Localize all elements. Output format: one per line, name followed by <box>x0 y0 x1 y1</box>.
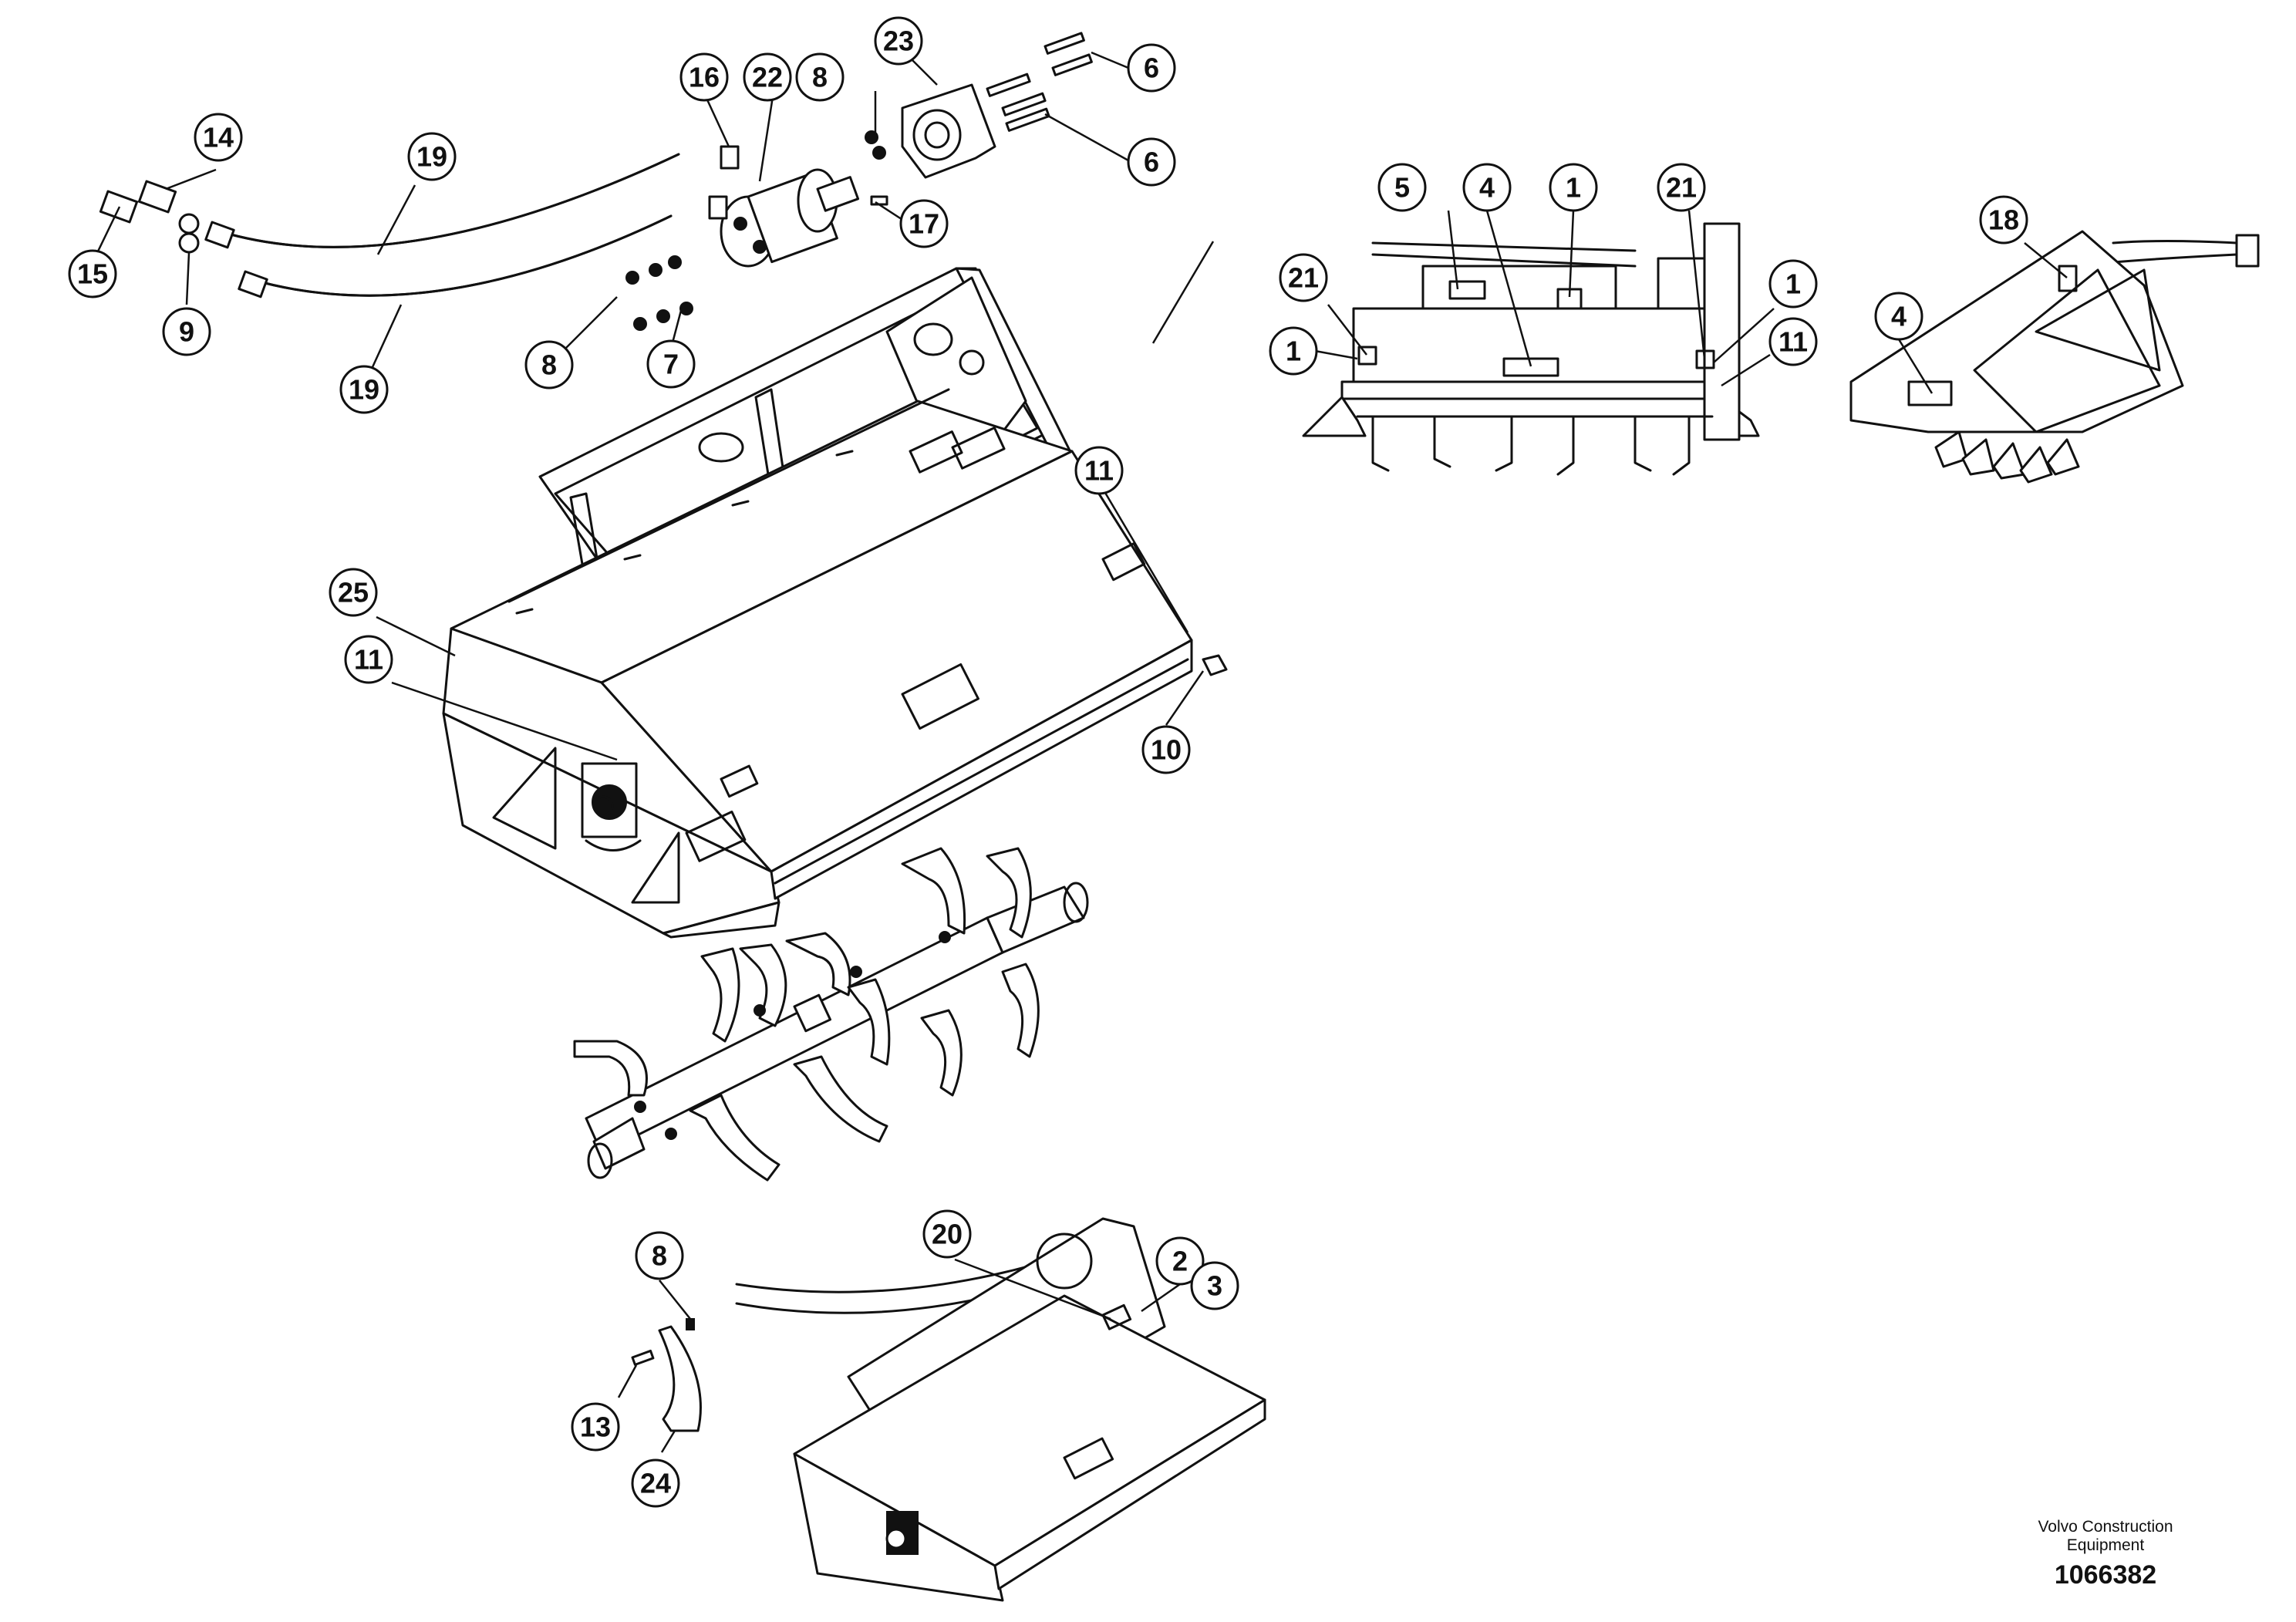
svg-text:1: 1 <box>1566 172 1581 204</box>
svg-text:7: 7 <box>663 349 679 380</box>
callout-11-front: 11 <box>1768 317 1818 366</box>
callout-bubbles: 1 1 1 2 3 4 4 5 6 6 7 8 8 8 9 10 11 11 1… <box>68 16 2028 1508</box>
callout-11-side: 11 <box>344 635 393 684</box>
callout-19-lower: 19 <box>339 365 389 414</box>
callout-1-right: 1 <box>1768 259 1818 309</box>
callout-21-right: 21 <box>1657 163 1706 212</box>
callout-8-top: 8 <box>795 52 845 102</box>
svg-text:3: 3 <box>1207 1270 1222 1302</box>
callout-20: 20 <box>922 1209 972 1259</box>
callout-3: 3 <box>1190 1261 1239 1310</box>
callout-21-left: 21 <box>1279 253 1328 302</box>
svg-text:13: 13 <box>580 1411 611 1443</box>
callout-24: 24 <box>631 1458 680 1508</box>
callout-14: 14 <box>194 113 243 162</box>
svg-text:11: 11 <box>354 644 383 676</box>
svg-text:16: 16 <box>689 62 720 93</box>
callout-1-left: 1 <box>1269 326 1318 376</box>
svg-text:24: 24 <box>640 1468 671 1499</box>
spare-tine <box>631 1318 702 1432</box>
document-number: 1066382 <box>2054 1560 2157 1590</box>
callout-8-bottom: 8 <box>635 1231 684 1280</box>
svg-text:1: 1 <box>1286 336 1301 367</box>
svg-text:6: 6 <box>1144 147 1159 178</box>
svg-text:17: 17 <box>909 208 939 240</box>
callout-7: 7 <box>646 339 696 389</box>
svg-text:25: 25 <box>338 577 369 609</box>
callout-13: 13 <box>571 1402 620 1452</box>
callout-5: 5 <box>1377 163 1427 212</box>
callout-15: 15 <box>68 249 117 298</box>
svg-text:9: 9 <box>179 316 194 348</box>
hydraulic-motor-group <box>99 32 1093 331</box>
tiller-front-view <box>1302 222 1760 476</box>
svg-text:22: 22 <box>752 62 783 93</box>
svg-text:23: 23 <box>883 25 914 57</box>
rotor-assembly <box>573 847 1089 1182</box>
callout-6-upper: 6 <box>1127 43 1176 93</box>
callout-9: 9 <box>162 307 211 356</box>
callout-17: 17 <box>899 199 949 248</box>
callout-4-front: 4 <box>1462 163 1512 212</box>
tiller-assembled-small <box>735 1217 1266 1602</box>
callout-4-side: 4 <box>1874 292 1923 341</box>
callout-18: 18 <box>1979 195 2028 244</box>
leader-lines <box>95 51 2068 1453</box>
callout-16: 16 <box>679 52 729 102</box>
callout-2: 2 <box>1155 1236 1205 1286</box>
callout-10: 10 <box>1141 725 1191 774</box>
callout-25: 25 <box>329 568 378 617</box>
callout-6-lower: 6 <box>1127 137 1176 187</box>
svg-text:6: 6 <box>1144 52 1159 84</box>
svg-text:10: 10 <box>1151 734 1182 766</box>
svg-text:1: 1 <box>1785 268 1801 300</box>
svg-text:11: 11 <box>1084 455 1114 487</box>
brand-line-2: Equipment <box>2066 1536 2145 1554</box>
svg-text:8: 8 <box>812 62 828 93</box>
callout-11-hood: 11 <box>1074 446 1124 495</box>
svg-text:21: 21 <box>1666 172 1697 204</box>
svg-text:5: 5 <box>1394 172 1410 204</box>
callout-23: 23 <box>874 16 923 66</box>
svg-text:8: 8 <box>652 1240 667 1272</box>
svg-text:15: 15 <box>77 258 108 290</box>
brand-line-1: Volvo Construction <box>2038 1518 2173 1536</box>
callout-8-mid: 8 <box>524 340 574 389</box>
svg-text:18: 18 <box>1988 204 2019 236</box>
svg-text:19: 19 <box>349 374 379 406</box>
svg-text:21: 21 <box>1288 262 1319 294</box>
svg-text:14: 14 <box>203 122 234 153</box>
tiller-housing-main <box>442 267 1228 939</box>
svg-text:19: 19 <box>416 141 447 173</box>
svg-text:20: 20 <box>932 1219 963 1250</box>
svg-text:2: 2 <box>1172 1246 1188 1277</box>
svg-text:4: 4 <box>1891 301 1907 332</box>
svg-text:11: 11 <box>1778 326 1808 358</box>
svg-text:4: 4 <box>1479 172 1495 204</box>
tiller-side-view <box>1849 230 2260 484</box>
svg-text:8: 8 <box>541 349 557 381</box>
callout-22: 22 <box>743 52 792 102</box>
callout-19-upper: 19 <box>407 132 457 181</box>
callout-1-top: 1 <box>1549 163 1598 212</box>
